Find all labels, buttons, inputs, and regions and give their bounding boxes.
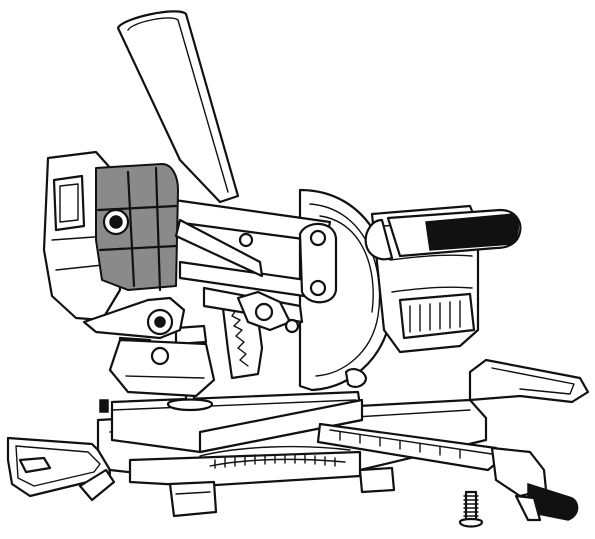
lower-pivot-mechanism bbox=[108, 338, 216, 398]
base-feet bbox=[168, 466, 396, 518]
miter-handle bbox=[490, 446, 579, 522]
upper-guard-fin bbox=[116, 10, 240, 204]
right-extension-wing bbox=[468, 358, 590, 404]
side-pin bbox=[99, 399, 109, 413]
main-handle bbox=[364, 208, 522, 261]
adjustment-screw bbox=[458, 490, 484, 528]
rail-clamp-highlight bbox=[95, 163, 179, 292]
linkage-arms bbox=[174, 218, 304, 334]
rail-end-bracket bbox=[298, 222, 338, 304]
left-extension-wing bbox=[6, 436, 116, 502]
